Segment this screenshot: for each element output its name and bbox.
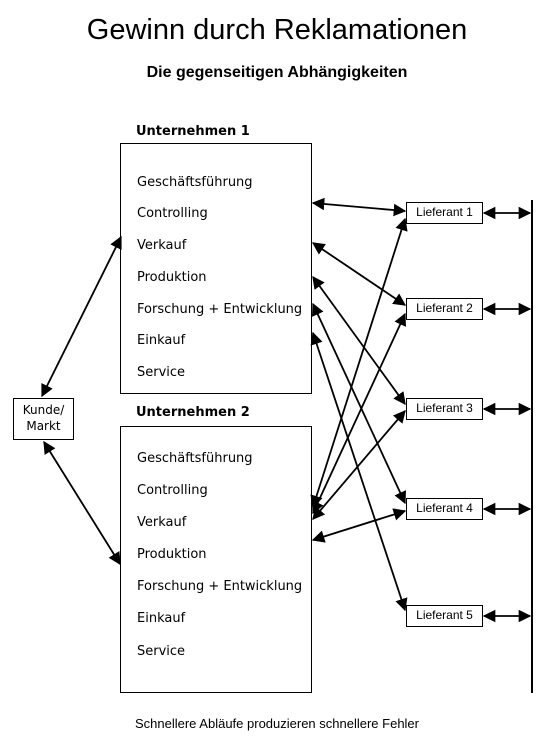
page-subtitle: Die gegenseitigen Abhängigkeiten [146,64,408,81]
company-1-dept-production: Produktion [137,270,207,285]
company-2-dept-sales: Verkauf [137,515,187,530]
company-1-label: Unternehmen 1 [136,124,250,139]
company-1-dept-sales: Verkauf [137,238,187,253]
company-1-dept-management: Geschäftsführung [137,175,253,190]
supplier-2-box: Lieferant 2 [406,298,483,320]
company-2-dept-service: Service [137,644,186,659]
company-1-dept-service: Service [137,365,186,380]
page-title: Gewinn durch Reklamationen [86,14,468,46]
footer-caption: Schnellere Abläufe produzieren schneller… [134,716,419,731]
customer-market-box: Kunde/ Markt [13,398,74,440]
customer-label-line1: Kunde/ [22,403,65,417]
company-2-dept-purchasing: Einkauf [137,611,186,626]
company-2-box: Geschäftsführung Controlling Verkauf Pro… [120,426,312,693]
arrow-customer-company2 [43,440,121,566]
arrow-customer-company1 [41,235,122,398]
supplier-4-box: Lieferant 4 [406,498,483,520]
company-1-dept-purchasing: Einkauf [137,333,186,348]
company-2-dept-controlling: Controlling [137,483,208,498]
arrow-c2-production-supplier4 [311,508,407,543]
company-1-dept-controlling: Controlling [137,206,208,221]
company-2-dept-production: Produktion [137,547,207,562]
customer-label-line2: Markt [26,419,61,433]
supplier-5-box: Lieferant 5 [406,605,483,627]
company-1-box: Geschäftsführung Controlling Verkauf Pro… [120,143,312,394]
company-2-dept-rnd: Forschung + Entwicklung [137,579,303,594]
supplier-1-box: Lieferant 1 [406,202,483,224]
company-2-label: Unternehmen 2 [136,405,250,420]
company-2-dept-management: Geschäftsführung [137,451,253,466]
company-1-dept-rnd: Forschung + Entwicklung [137,302,303,317]
arrow-c2-sales-supplier3 [312,410,406,520]
arrow-c2-sales-supplier2 [312,312,406,515]
arrow-c1-controlling-supplier1 [311,197,407,217]
supplier-3-box: Lieferant 3 [406,398,483,420]
